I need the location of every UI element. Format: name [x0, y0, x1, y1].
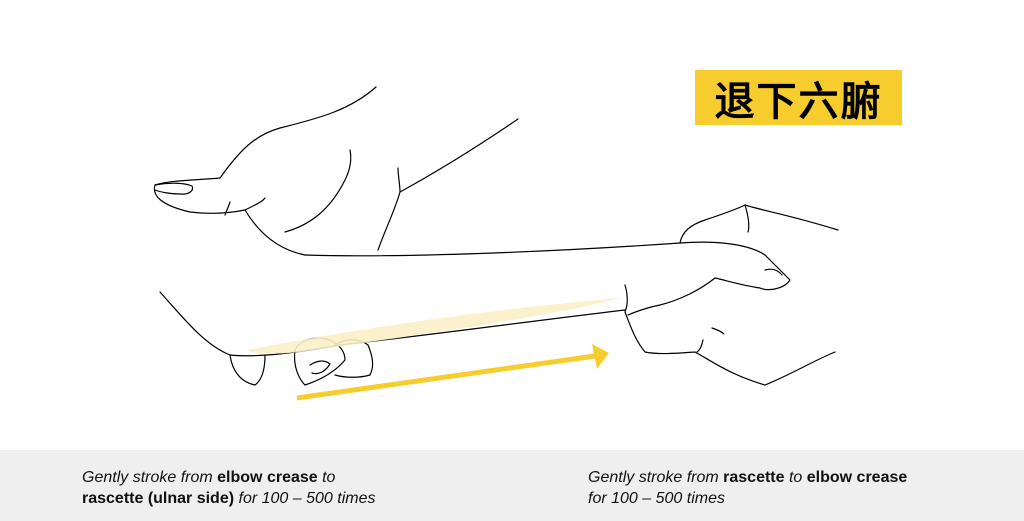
caption-bar: Gently stroke from elbow crease to rasce… — [0, 450, 1024, 521]
stroke-path-highlight — [248, 298, 620, 354]
caption-text: to — [317, 469, 336, 486]
caption-text: for 100 – 500 times — [588, 490, 725, 507]
forearm — [304, 241, 766, 257]
caption-bold: rascette (ulnar side) — [82, 490, 235, 507]
caption-right: Gently stroke from rascette to elbow cre… — [588, 467, 907, 509]
caption-text: to — [784, 469, 807, 486]
technique-title: 退下六腑 — [695, 70, 902, 125]
caption-left: Gently stroke from elbow crease to rasce… — [82, 467, 375, 509]
direction-arrow — [296, 353, 596, 401]
caption-text: Gently stroke from — [82, 469, 218, 486]
caption-bold: elbow crease — [217, 469, 318, 486]
arrowhead-icon — [592, 344, 609, 369]
caption-text: Gently stroke from — [588, 469, 724, 486]
practitioner-hand — [153, 86, 377, 256]
caption-text: for 100 – 500 times — [234, 490, 376, 507]
caption-bold: elbow crease — [806, 469, 908, 486]
caption-bold: rascette — [723, 469, 785, 486]
supporting-fingers — [229, 354, 266, 386]
massage-illustration — [153, 86, 839, 401]
